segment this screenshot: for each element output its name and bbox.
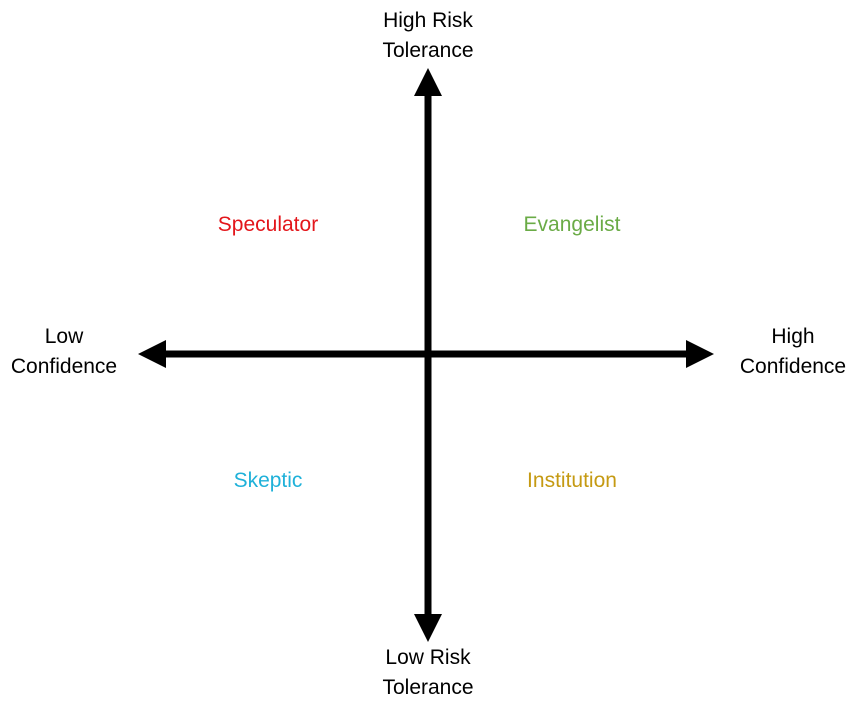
axis-label-bottom-line2: Tolerance [382, 676, 474, 699]
axis-label-bottom-line1: Low Risk [385, 646, 471, 669]
axis-label-top: High Risk Tolerance [382, 6, 473, 66]
axis-label-right-line2: Confidence [739, 355, 847, 378]
axis-label-top-line2: Tolerance [382, 39, 474, 62]
quadrant-label-institution: Institution [527, 469, 617, 492]
quadrant-label-skeptic: Skeptic [233, 469, 303, 492]
axis-label-right-line1: High [771, 325, 815, 348]
axis-label-top-line1: High Risk [383, 9, 473, 32]
axis-label-left: Low Confidence [11, 322, 117, 382]
axis-label-bottom: Low Risk Tolerance [382, 643, 473, 703]
axis-label-left-line1: Low [44, 325, 84, 348]
axis-label-right: High Confidence [740, 322, 846, 382]
quadrant-label-evangelist: Evangelist [523, 213, 621, 236]
axis-label-left-line2: Confidence [10, 355, 118, 378]
quadrant-label-speculator: Speculator [217, 213, 319, 236]
